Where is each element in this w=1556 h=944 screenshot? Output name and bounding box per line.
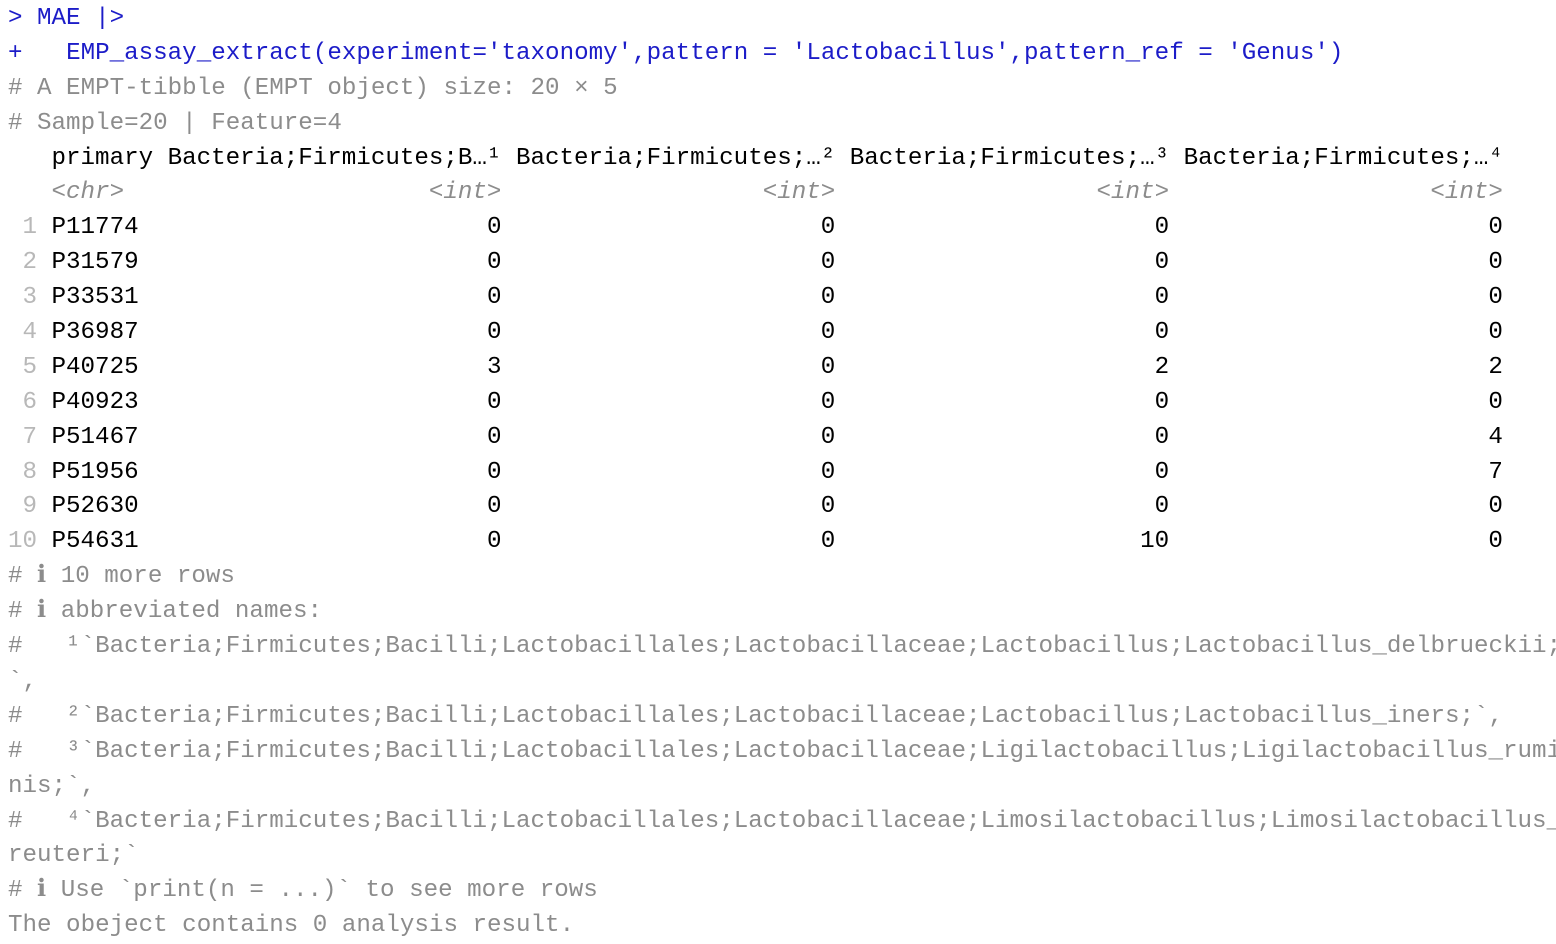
cell-value: 0 (486, 528, 502, 556)
table-body: 1 P11774 0 0 0 0 2 P31579 0 0 0 0 3 P33531 0 0 0 0 4 P36987… (8, 211, 1556, 560)
cell-value: 0 (1154, 388, 1170, 416)
table-row: 4 P36987 0 0 0 0 (8, 316, 1556, 351)
cell-value: 0 (1154, 423, 1170, 451)
sample-id: P40725 (51, 353, 139, 381)
footnote-2: # ²`Bacteria;Firmicutes;Bacilli;Lactobac… (8, 702, 1504, 730)
code: MAE |> (37, 5, 125, 32)
column-header: Bacteria;Firmicutes;…² (515, 144, 836, 172)
cell-value: 0 (820, 388, 836, 416)
table-row: 5 P40725 3 0 2 2 (8, 351, 1556, 386)
row-number: 2 (22, 249, 38, 277)
cell-value: 0 (1154, 319, 1170, 347)
cell-value: 0 (486, 423, 502, 451)
cell-value: 3 (486, 353, 502, 381)
command-line-2: + EMP_assay_extract(experiment='taxonomy… (8, 37, 1556, 72)
row-number: 8 (22, 458, 38, 486)
column-header: Bacteria;Firmicutes;…⁴ (1183, 144, 1503, 172)
row-number: 7 (22, 423, 38, 451)
cell-value: 0 (1154, 493, 1170, 521)
row-number: 1 (22, 214, 38, 242)
sample-id: P52630 (51, 493, 139, 521)
table-row: 10 P54631 0 0 10 0 (8, 525, 1556, 560)
cell-value: 0 (1488, 493, 1503, 521)
column-type: <chr> (51, 179, 125, 207)
column-header: primary (51, 144, 154, 172)
cell-value: 0 (820, 528, 836, 556)
cell-value: 0 (1488, 284, 1503, 312)
cell-value: 0 (486, 493, 502, 521)
more-rows-note: # ℹ 10 more rows (8, 563, 235, 591)
row-number: 3 (22, 284, 38, 312)
continuation-prompt: + (8, 39, 23, 67)
cell-value: 10 (1140, 528, 1170, 556)
result-message: The obeject contains 0 analysis result. (8, 912, 575, 940)
column-type: <int> (1096, 179, 1170, 207)
cell-value: 0 (1154, 284, 1170, 312)
row-number: 9 (22, 493, 38, 521)
cell-value: 0 (820, 353, 836, 381)
column-header: Bacteria;Firmicutes;…³ (849, 144, 1170, 172)
cell-value: 7 (1488, 458, 1503, 486)
row-number: 10 (8, 528, 38, 556)
cell-value: 0 (820, 458, 836, 486)
column-type: <int> (1430, 179, 1503, 207)
cell-value: 0 (1488, 249, 1503, 277)
cell-value: 0 (820, 249, 836, 277)
cell-value: 0 (486, 458, 502, 486)
column-header: Bacteria;Firmicutes;B…¹ (167, 144, 502, 172)
cell-value: 0 (486, 319, 502, 347)
row-number: 6 (22, 388, 38, 416)
table-row: 8 P51956 0 0 0 7 (8, 456, 1556, 491)
prompt: > (8, 5, 23, 32)
cell-value: 0 (1154, 214, 1170, 242)
cell-value: 2 (1154, 353, 1170, 381)
cell-value: 4 (1488, 423, 1503, 451)
sample-id: P54631 (51, 528, 139, 556)
table-row: 6 P40923 0 0 0 0 (8, 386, 1556, 421)
row-number: 5 (22, 353, 38, 381)
cell-value: 0 (820, 284, 836, 312)
print-hint: # ℹ Use `print(n = ...)` to see more row… (8, 877, 598, 905)
cell-value: 0 (1488, 214, 1503, 242)
cell-value: 0 (486, 284, 502, 312)
column-type: <int> (762, 179, 836, 207)
cell-value: 0 (820, 319, 836, 347)
cell-value: 0 (1488, 528, 1503, 556)
cell-value: 0 (820, 423, 836, 451)
table-row: 2 P31579 0 0 0 0 (8, 246, 1556, 281)
cell-value: 0 (486, 249, 502, 277)
column-type: <int> (428, 179, 502, 207)
cell-value: 0 (1154, 249, 1170, 277)
cell-value: 0 (1488, 388, 1503, 416)
footnote-1: # ¹`Bacteria;Firmicutes;Bacilli;Lactobac… (8, 633, 1556, 695)
sample-id: P40923 (51, 388, 139, 416)
command-line-1: > MAE |> (8, 2, 1556, 37)
tibble-size: # A EMPT-tibble (EMPT object) size: 20 ×… (8, 74, 618, 102)
table-row: 1 P11774 0 0 0 0 (8, 211, 1556, 246)
cell-value: 0 (1154, 458, 1170, 486)
cell-value: 0 (1488, 319, 1503, 347)
table-row: 7 P51467 0 0 0 4 (8, 421, 1556, 456)
cell-value: 0 (820, 493, 836, 521)
table-row: 9 P52630 0 0 0 0 (8, 490, 1556, 525)
sample-id: P51467 (51, 423, 139, 451)
cell-value: 0 (486, 214, 502, 242)
column-types: <chr> <int> <int> <int> <int> (8, 176, 1556, 211)
footnote-4: # ⁴`Bacteria;Firmicutes;Bacilli;Lactobac… (8, 807, 1556, 870)
sample-id: P36987 (51, 319, 139, 347)
sample-id: P33531 (51, 284, 139, 312)
sample-id: P11774 (51, 214, 139, 242)
tibble-dims: # Sample=20 | Feature=4 (8, 109, 342, 137)
table-row: 3 P33531 0 0 0 0 (8, 281, 1556, 316)
cell-value: 2 (1488, 353, 1503, 381)
cell-value: 0 (486, 388, 502, 416)
sample-id: P51956 (51, 458, 139, 486)
code: EMP_assay_extract(experiment='taxonomy',… (66, 39, 1344, 67)
cell-value: 0 (820, 214, 836, 242)
footnote-3: # ³`Bacteria;Firmicutes;Bacilli;Lactobac… (8, 737, 1556, 800)
sample-id: P31579 (51, 249, 139, 277)
column-headers: primary Bacteria;Firmicutes;B…¹ Bacteria;F… (8, 142, 1556, 177)
abbreviated-names-note: # ℹ abbreviated names: (8, 598, 323, 626)
row-number: 4 (22, 319, 38, 347)
